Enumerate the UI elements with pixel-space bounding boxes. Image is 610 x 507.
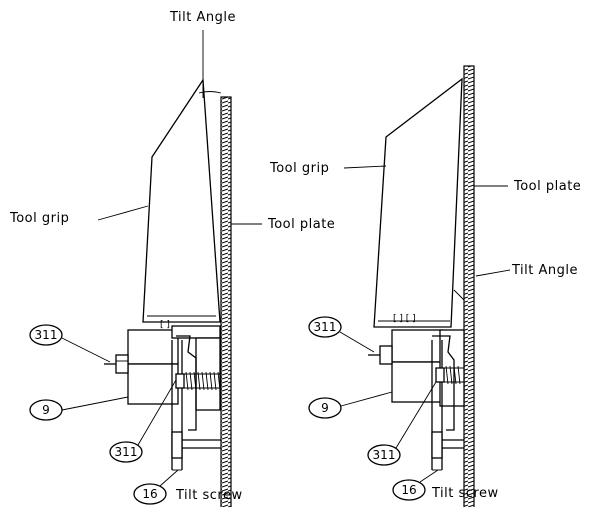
- right-tilt-screw: [431, 431, 443, 459]
- svg-text:311: 311: [115, 445, 138, 459]
- left-tool-plate-label: Tool plate: [267, 217, 335, 232]
- svg-text:311: 311: [35, 328, 58, 342]
- svg-text:16: 16: [401, 483, 416, 497]
- left-tilt-angle-label: Tilt Angle: [169, 10, 236, 25]
- right-upper-block: [391, 329, 443, 363]
- left-tool-grip-leader: [97, 205, 149, 221]
- svg-text:9: 9: [321, 401, 329, 415]
- left-assembly: [ ] Tilt Angle: [9, 10, 335, 507]
- right-tool-plate: [463, 65, 475, 507]
- svg-text:[ ] [ ]: [ ] [ ]: [393, 314, 416, 324]
- right-bolt-311-top: [379, 345, 393, 365]
- right-tool-grip: [373, 77, 463, 328]
- svg-text:311: 311: [314, 320, 337, 334]
- svg-text:16: 16: [142, 487, 157, 501]
- right-lower-block: [391, 361, 443, 403]
- left-upper-block: [127, 329, 179, 365]
- left-tool-grip: [142, 78, 221, 323]
- right-tilt-screw-label: Tilt screw: [431, 486, 499, 501]
- left-callout-9: 9: [29, 396, 129, 421]
- left-tilt-screw-label: Tilt screw: [175, 488, 243, 503]
- right-assembly: [ ] [ ] Tilt Angle 311: [269, 65, 581, 507]
- right-callout-311-bottom: 311: [367, 381, 437, 466]
- right-tool-grip-leader: [343, 165, 387, 169]
- svg-text:9: 9: [42, 403, 50, 417]
- right-callout-311-top: 311: [308, 316, 375, 353]
- right-callout-16: 16: [392, 469, 439, 501]
- left-tool-grip-label: Tool grip: [9, 211, 69, 226]
- right-tilt-angle-label: Tilt Angle: [511, 263, 578, 278]
- svg-text:311: 311: [373, 448, 396, 462]
- right-spring: [435, 365, 464, 385]
- left-callout-311-top: 311: [29, 324, 111, 363]
- left-tilt-screw: [171, 431, 183, 459]
- svg-text:[ ]: [ ]: [160, 320, 170, 330]
- left-lower-block: [127, 363, 179, 405]
- left-spring: [175, 371, 221, 391]
- right-tilt-angle-leader: [475, 269, 511, 277]
- left-tool-plate: [220, 96, 232, 507]
- right-tool-plate-label: Tool plate: [513, 179, 581, 194]
- left-callout-311-bottom: 311: [109, 379, 177, 463]
- right-tool-grip-label: Tool grip: [269, 161, 329, 176]
- right-callout-9: 9: [308, 391, 393, 419]
- left-callout-16: 16: [133, 469, 179, 505]
- left-bolt-311-top: [115, 354, 129, 374]
